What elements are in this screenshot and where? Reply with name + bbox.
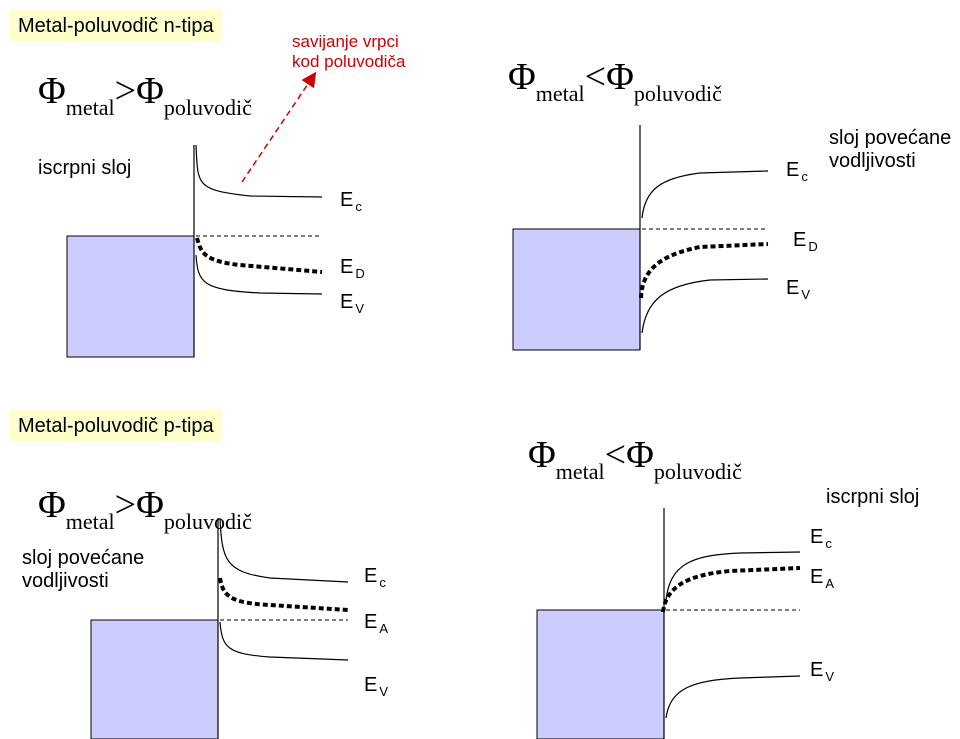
donor-level xyxy=(195,237,323,274)
metal-block xyxy=(536,609,665,739)
diagram-n-type-phi-greater xyxy=(66,144,323,358)
donor-level xyxy=(639,242,769,299)
valence-band-edge xyxy=(195,254,323,295)
work-function-relation: Φmetal>Φpoluvodič xyxy=(38,484,252,534)
section-title-n-type: Metal-poluvodič n-tipa xyxy=(10,10,222,42)
annotation-text: savijanje vrpci kod poluvodiča xyxy=(292,32,406,71)
acceptor-level xyxy=(661,566,801,613)
conduction-band-edge xyxy=(219,517,349,583)
conduction-band-edge xyxy=(665,551,801,601)
conduction-band-edge xyxy=(195,144,323,198)
metal-block xyxy=(90,619,219,739)
section-title-p-type: Metal-poluvodič p-tipa xyxy=(10,410,222,442)
acceptor-level xyxy=(218,577,349,612)
work-function-relation: Φmetal<Φpoluvodič xyxy=(528,434,742,484)
diagram-p-type-phi-less xyxy=(536,508,801,739)
valence-band-edge xyxy=(665,675,801,719)
diagram-n-type-phi-less xyxy=(512,125,769,351)
layer-note: iscrpni sloj xyxy=(38,157,132,179)
layer-note: sloj povećane vodljivosti xyxy=(829,127,952,172)
metal-block xyxy=(66,235,195,358)
conduction-band-edge xyxy=(641,170,769,219)
work-function-relation: Φmetal<Φpoluvodič xyxy=(508,56,722,106)
annotation-arrow xyxy=(241,71,317,183)
layer-note: sloj povećane vodljivosti xyxy=(22,547,145,592)
diagram-p-type-phi-greater xyxy=(90,517,349,739)
valence-band-edge xyxy=(641,278,769,334)
valence-band-edge xyxy=(219,621,349,661)
layer-note: iscrpni sloj xyxy=(826,486,920,508)
work-function-relation: Φmetal>Φpoluvodič xyxy=(38,70,252,120)
metal-block xyxy=(512,228,641,351)
